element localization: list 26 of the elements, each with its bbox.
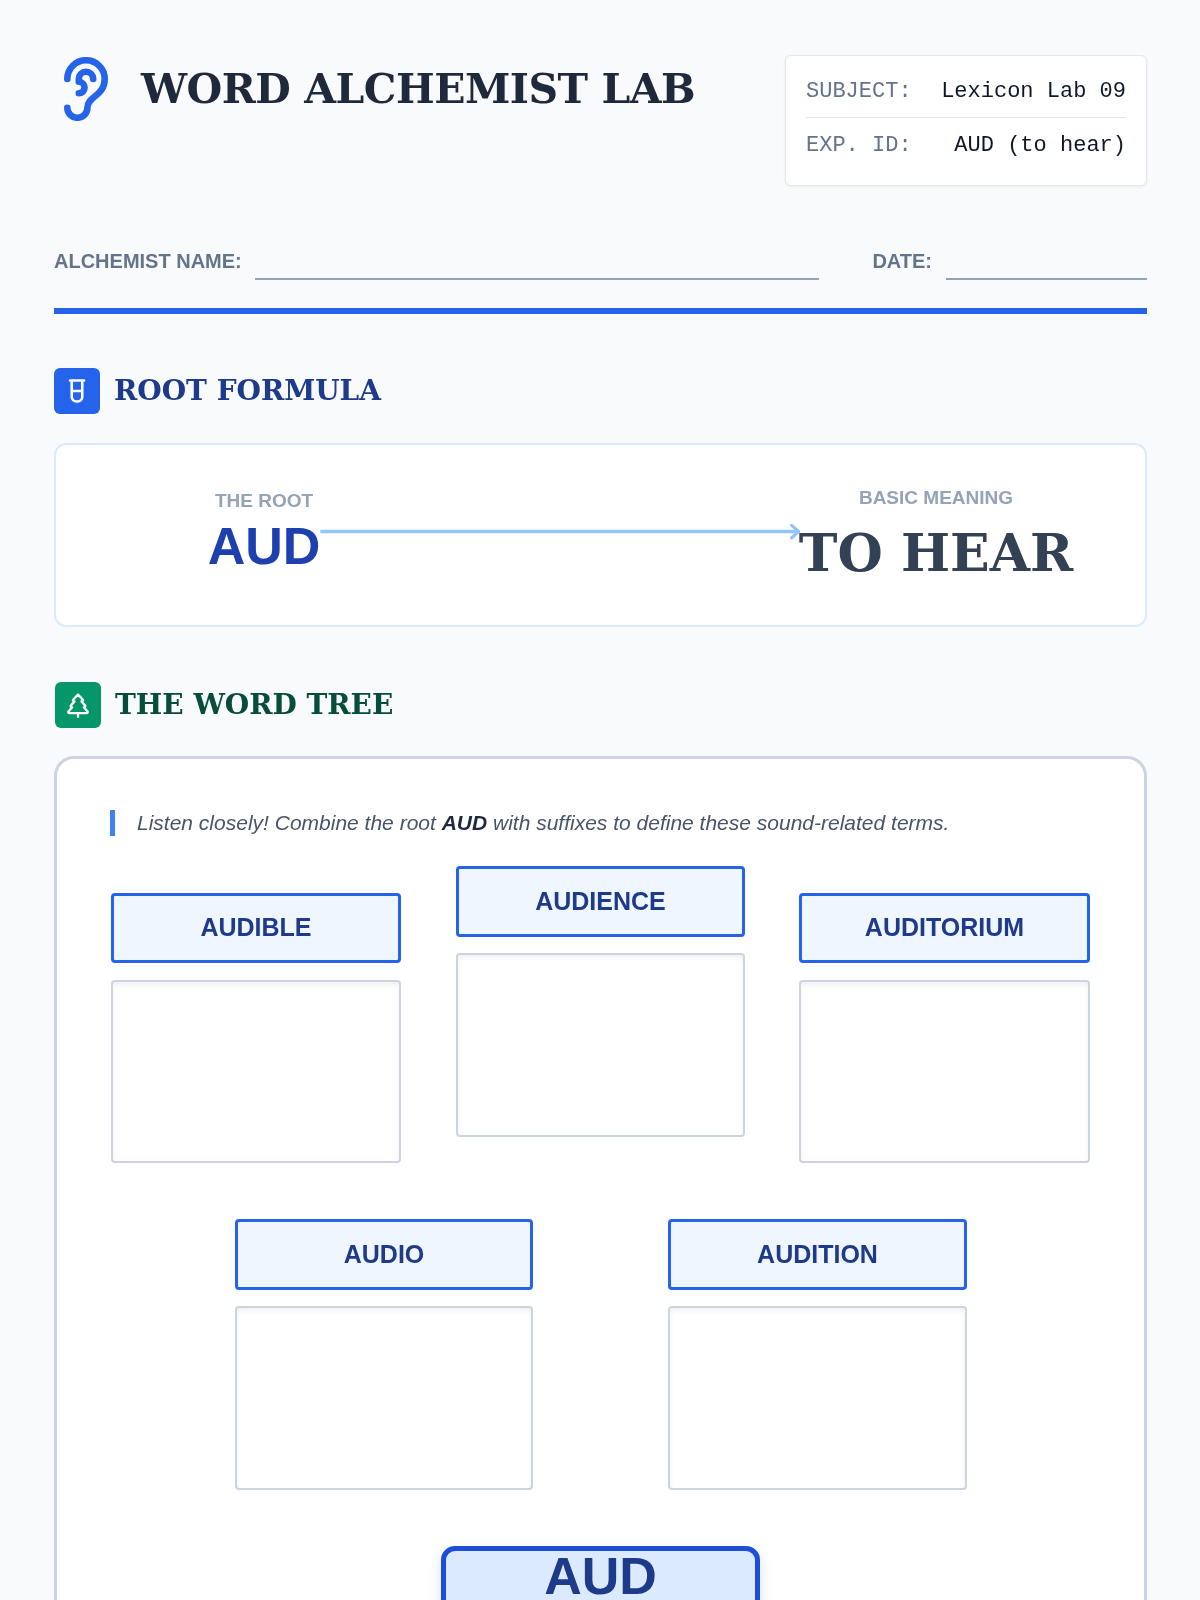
field-label: DATE: xyxy=(872,250,932,274)
section-heading: ROOT FORMULA xyxy=(114,373,381,409)
field-label: EXP. ID: xyxy=(806,132,912,160)
word-tile: AUDITORIUM xyxy=(799,893,1090,963)
instruction-text: Listen closely! Combine the root AUD with suffixes to define these sound-related terms. xyxy=(110,810,950,836)
arrow xyxy=(320,523,801,540)
term-value: TO HEAR xyxy=(798,523,1074,583)
word-tile: AUDIENCE xyxy=(456,866,745,937)
answer-box xyxy=(235,1306,533,1490)
word-tile: AUDIBLE xyxy=(111,893,401,963)
section-heading: THE WORD TREE xyxy=(115,687,394,723)
word-tile: AUDIO xyxy=(235,1219,533,1290)
field-label: ALCHEMIST NAME: xyxy=(54,250,242,274)
word-tile: AUDITION xyxy=(668,1219,967,1290)
field-value: AUD (to hear) xyxy=(954,132,1126,160)
answer-box xyxy=(668,1306,967,1490)
field-value: Lexicon Lab 09 xyxy=(941,78,1126,106)
term-caption: BASIC MEANING xyxy=(858,486,1014,510)
answer-box xyxy=(111,980,401,1163)
root-tile: AUD xyxy=(441,1546,760,1600)
field-label: SUBJECT: xyxy=(806,78,912,106)
term-caption: THE ROOT xyxy=(214,489,314,513)
answer-box xyxy=(456,953,745,1137)
answer-box xyxy=(799,980,1090,1163)
term-value: AUD xyxy=(207,518,321,574)
page-title: WORD ALCHEMIST LAB xyxy=(141,64,696,115)
